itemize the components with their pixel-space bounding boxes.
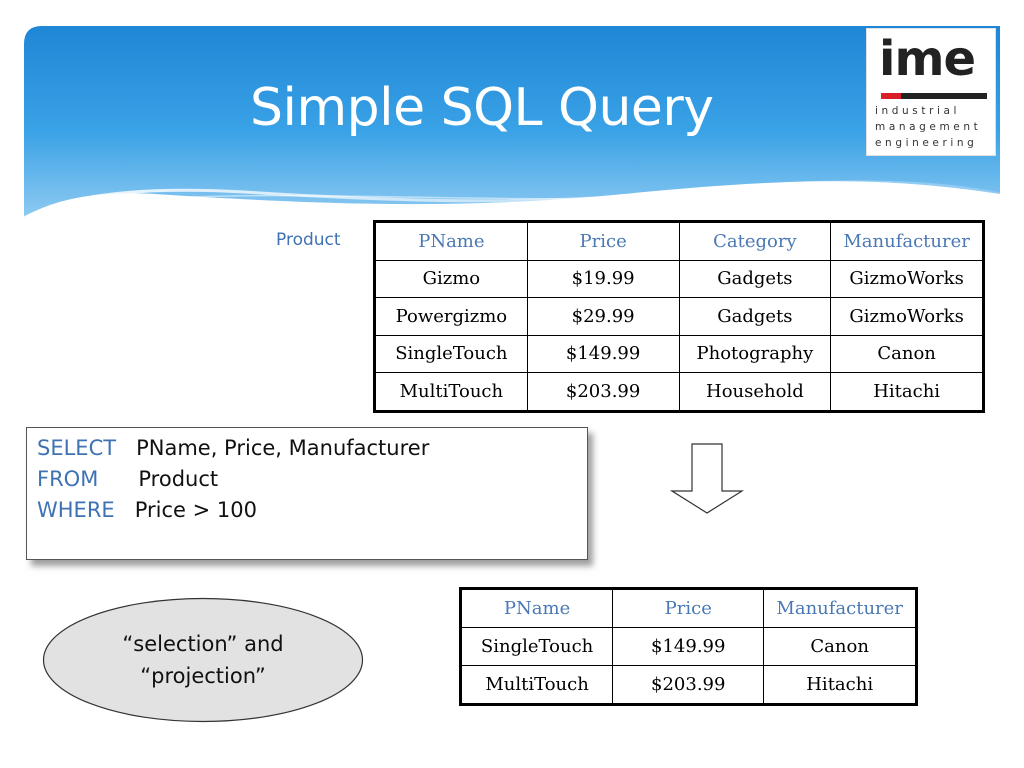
table-row: Powergizmo $29.99 Gadgets GizmoWorks xyxy=(375,297,983,336)
sql-from-line: FROM Product xyxy=(37,467,218,491)
table-row: Gizmo $19.99 Gadgets GizmoWorks xyxy=(375,259,983,298)
down-arrow-icon xyxy=(670,443,745,514)
table-row: SingleTouch $149.99 Canon xyxy=(460,627,916,666)
note-ellipse xyxy=(42,597,364,723)
product-table: PName Price Category Manufacturer Gizmo … xyxy=(373,220,985,413)
table-header-row: PName Price Category Manufacturer xyxy=(375,222,983,261)
sql-select-line: SELECT PName, Price, Manufacturer xyxy=(37,436,429,460)
logo-line-management: management xyxy=(875,121,982,133)
table-row: SingleTouch $149.99 Photography Canon xyxy=(375,334,983,373)
sql-keyword-from: FROM xyxy=(37,467,99,491)
logo-red-bar xyxy=(881,93,901,99)
cell-manufacturer: Hitachi xyxy=(830,372,983,411)
cell-pname: SingleTouch xyxy=(375,334,528,373)
table-row: MultiTouch $203.99 Household Hitachi xyxy=(375,372,983,411)
sql-keyword-select: SELECT xyxy=(37,436,117,460)
cell-price: $149.99 xyxy=(526,334,680,373)
header-manufacturer: Manufacturer xyxy=(763,589,916,628)
sql-where-line: WHERE Price > 100 xyxy=(37,498,257,522)
sql-where-condition: Price > 100 xyxy=(134,498,257,522)
header-pname: PName xyxy=(375,222,528,261)
sql-select-columns: PName, Price, Manufacturer xyxy=(136,436,430,460)
note-line-selection: “selection” and xyxy=(122,632,284,656)
slide-title: Simple SQL Query xyxy=(250,78,714,138)
cell-manufacturer: GizmoWorks xyxy=(830,297,983,336)
header-price: Price xyxy=(612,589,765,628)
cell-price: $19.99 xyxy=(526,259,680,298)
sql-keyword-where: WHERE xyxy=(37,498,115,522)
logo-line-engineering: engineering xyxy=(875,137,978,149)
header-price: Price xyxy=(526,222,680,261)
cell-pname: Powergizmo xyxy=(375,297,528,336)
sql-from-table: Product xyxy=(138,467,219,491)
table-row: MultiTouch $203.99 Hitachi xyxy=(460,665,916,704)
header-category: Category xyxy=(678,222,832,261)
cell-pname: MultiTouch xyxy=(460,665,614,704)
logo-line-industrial: industrial xyxy=(875,105,961,117)
note-text: “selection” and “projection” xyxy=(42,628,364,692)
table-header-row: PName Price Manufacturer xyxy=(460,589,916,628)
cell-manufacturer: Canon xyxy=(830,334,983,373)
cell-pname: Gizmo xyxy=(375,259,528,298)
cell-manufacturer: Hitachi xyxy=(763,665,916,704)
sql-query-box: SELECT PName, Price, Manufacturer FROM P… xyxy=(26,427,588,560)
cell-pname: SingleTouch xyxy=(460,627,614,666)
result-table: PName Price Manufacturer SingleTouch $14… xyxy=(459,587,918,706)
cell-manufacturer: Canon xyxy=(763,627,916,666)
cell-category: Gadgets xyxy=(678,259,832,298)
logo-mark: ime xyxy=(879,31,976,87)
cell-category: Household xyxy=(678,372,832,411)
ime-logo: ime industrial management engineering xyxy=(866,28,996,156)
cell-price: $29.99 xyxy=(526,297,680,336)
header-banner xyxy=(24,26,1000,220)
header-manufacturer: Manufacturer xyxy=(830,222,983,261)
note-line-projection: “projection” xyxy=(140,664,266,688)
cell-price: $203.99 xyxy=(612,665,765,704)
cell-category: Photography xyxy=(678,334,832,373)
cell-manufacturer: GizmoWorks xyxy=(830,259,983,298)
cell-price: $149.99 xyxy=(612,627,765,666)
cell-pname: MultiTouch xyxy=(375,372,528,411)
cell-category: Gadgets xyxy=(678,297,832,336)
header-pname: PName xyxy=(460,589,614,628)
cell-price: $203.99 xyxy=(526,372,680,411)
product-table-label: Product xyxy=(276,230,341,250)
logo-black-bar xyxy=(901,93,987,99)
